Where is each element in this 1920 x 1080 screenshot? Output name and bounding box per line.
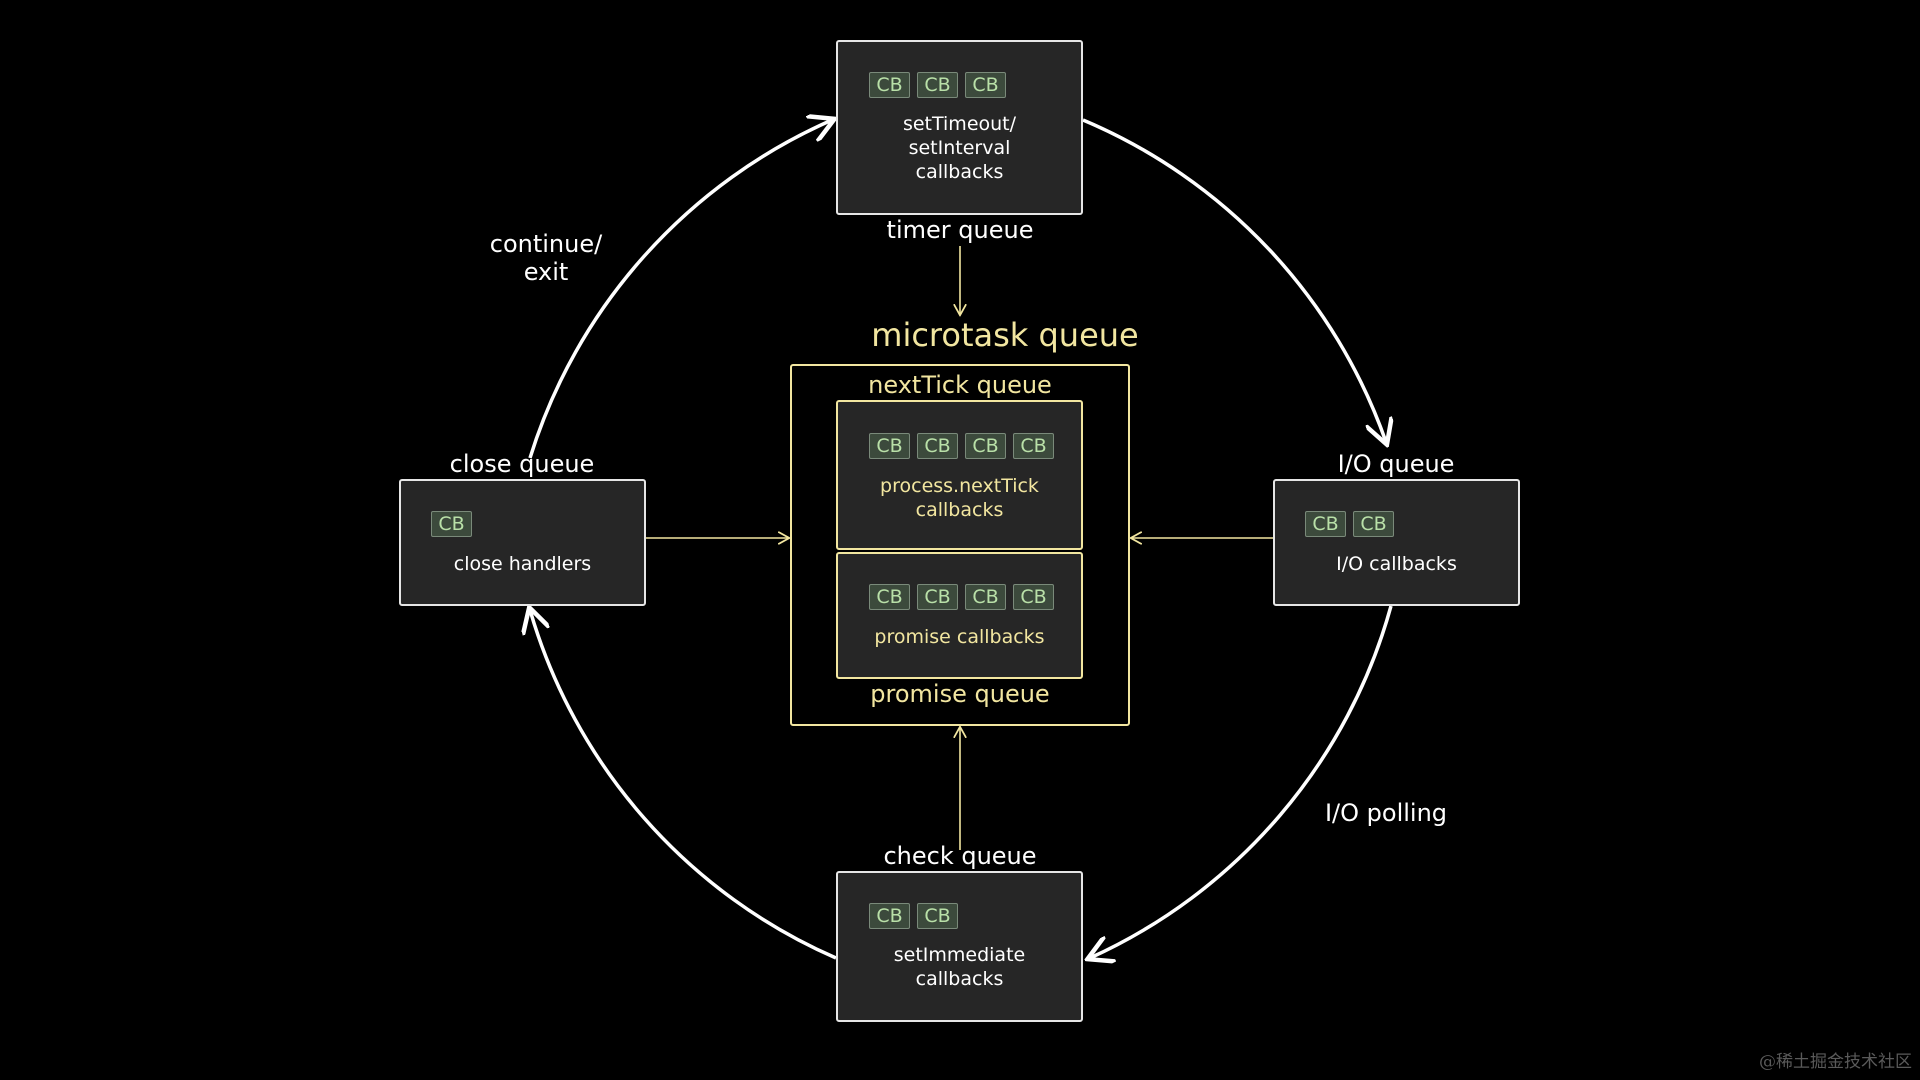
check-cb-row: CB CB — [869, 903, 958, 929]
nexttick-queue-text: process.nextTick callbacks — [880, 475, 1039, 521]
microtask-queue-container — [790, 364, 1130, 726]
continue-exit-label: continue/ exit — [489, 230, 603, 286]
microtask-queue-title: microtask queue — [871, 316, 1139, 354]
cb-chip: CB — [965, 433, 1006, 459]
arc-check-to-close — [530, 610, 837, 960]
cb-chip: CB — [869, 903, 910, 929]
close-queue-title: close queue — [449, 450, 595, 478]
io-queue-title: I/O queue — [1337, 450, 1455, 478]
timer-queue-text: setTimeout/ setInterval callbacks — [902, 113, 1017, 183]
cb-chip: CB — [965, 72, 1006, 98]
timer-queue-title: timer queue — [886, 216, 1034, 244]
cb-chip: CB — [431, 511, 472, 537]
arc-timer-to-io — [1082, 118, 1386, 442]
check-queue-box: CB CB setImmediate callbacks — [836, 871, 1083, 1022]
io-polling-label: I/O polling — [1324, 799, 1448, 827]
cb-chip: CB — [1013, 433, 1054, 459]
cb-chip: CB — [917, 584, 958, 610]
io-queue-text: I/O callbacks — [1336, 553, 1457, 575]
promise-queue-text: promise callbacks — [874, 626, 1045, 648]
cb-chip: CB — [917, 433, 958, 459]
nexttick-queue-box: CB CB CB CB process.nextTick callbacks — [836, 400, 1083, 550]
arc-close-to-timer — [528, 120, 832, 459]
cb-chip: CB — [917, 903, 958, 929]
promise-cb-row: CB CB CB CB — [869, 584, 1054, 610]
nexttick-cb-row: CB CB CB CB — [869, 433, 1054, 459]
cb-chip: CB — [1013, 584, 1054, 610]
promise-queue-title: promise queue — [870, 680, 1050, 708]
close-queue-box: CB close handlers — [399, 479, 646, 606]
cb-chip: CB — [869, 72, 910, 98]
nexttick-queue-title: nextTick queue — [868, 371, 1052, 399]
cb-chip: CB — [869, 433, 910, 459]
timer-cb-row: CB CB CB — [869, 72, 1006, 98]
promise-queue-box: CB CB CB CB promise callbacks — [836, 552, 1083, 679]
check-queue-title: check queue — [883, 842, 1037, 870]
close-queue-text: close handlers — [453, 553, 592, 575]
cb-chip: CB — [1353, 511, 1394, 537]
close-cb-row: CB — [431, 511, 472, 537]
io-cb-row: CB CB — [1305, 511, 1394, 537]
cb-chip: CB — [1305, 511, 1346, 537]
check-queue-text: setImmediate callbacks — [893, 944, 1026, 990]
arc-io-to-check — [1090, 605, 1393, 958]
cb-chip: CB — [869, 584, 910, 610]
timer-queue-box: CB CB CB setTimeout/ setInterval callbac… — [836, 40, 1083, 215]
cb-chip: CB — [917, 72, 958, 98]
cb-chip: CB — [965, 584, 1006, 610]
watermark: @稀土掘金技术社区 — [1759, 1052, 1912, 1072]
io-queue-box: CB CB I/O callbacks — [1273, 479, 1520, 606]
